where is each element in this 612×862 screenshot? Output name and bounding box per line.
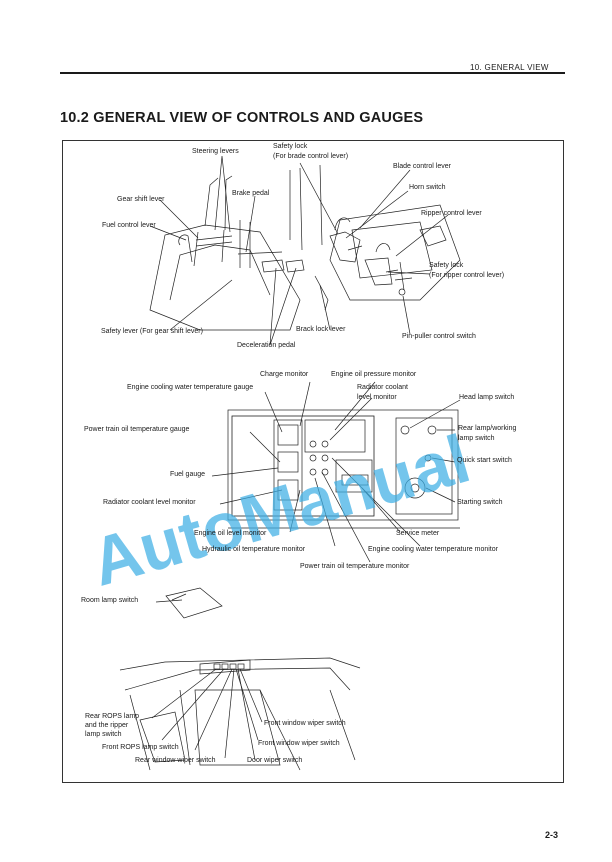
label-steering-levers: Steering levers (192, 148, 239, 155)
label-front-window-wiper-switch-1: Front window wiper switch (264, 720, 346, 727)
label-engine-oil-pressure-monitor: Engine oil pressure monitor (331, 371, 417, 378)
label-front-rops-lamp-switch: Front ROPS lamp switch (102, 744, 179, 751)
label-radiator-coolant-monitor-top-2: level monitor (357, 394, 397, 401)
label-engine-cooling-water-monitor: Engine cooling water temperature monitor (368, 546, 498, 553)
label-blade-control-lever: Blade control lever (393, 163, 451, 170)
label-radiator-coolant-monitor-top: Radiator coolant (357, 384, 408, 391)
label-head-lamp-switch: Head lamp switch (459, 394, 515, 401)
label-fuel-control-lever: Fuel control lever (102, 222, 156, 229)
label-hydraulic-oil-monitor: Hydraulic oil temperature monitor (202, 546, 306, 553)
label-rear-rops-lamp-2: and the ripper (85, 722, 129, 729)
label-rear-rops-lamp: Rear ROPS lamp (85, 713, 140, 720)
label-safety-lock-ripper-note: (For ripper control lever) (429, 272, 505, 279)
label-engine-cooling-water-gauge: Engine cooling water temperature gauge (127, 384, 254, 391)
label-engine-oil-level-monitor: Engine oil level monitor (194, 530, 267, 537)
watermark: AutoManual (83, 420, 478, 600)
label-charge-monitor: Charge monitor (260, 371, 309, 378)
label-front-window-wiper-switch-2: Front window wiper switch (258, 740, 340, 747)
label-door-wiper-switch: Door wiper switch (247, 757, 303, 764)
label-rear-lamp-switch-2: lamp switch (458, 435, 495, 442)
page-number: 2-3 (545, 830, 559, 840)
label-room-lamp-switch: Room lamp switch (81, 597, 139, 604)
label-brake-pedal: Brake pedal (232, 190, 270, 197)
label-deceleration-pedal: Deceleration pedal (237, 342, 296, 349)
label-rear-rops-lamp-3: lamp switch (85, 731, 122, 738)
label-safety-lock-ripper: Safety lock (429, 262, 464, 269)
label-ripper-control-lever: Ripper control lever (421, 210, 482, 217)
label-fuel-gauge: Fuel gauge (170, 471, 206, 478)
label-radiator-coolant-monitor: Radiator coolant level monitor (103, 499, 196, 506)
label-pin-puller-switch: Pin-puller control switch (402, 333, 476, 340)
label-brack-lock-lever: Brack lock lever (296, 326, 346, 333)
svg-text:AutoManual: AutoManual (83, 420, 478, 600)
label-horn-switch: Horn switch (409, 184, 446, 191)
label-safety-lever: Safety lever (For gear shift lever) (101, 328, 203, 335)
label-rear-window-wiper-switch: Rear window wiper switch (135, 757, 216, 764)
label-gear-shift-lever: Gear shift lever (117, 196, 165, 203)
label-safety-lock-blade-note: (For brade control lever) (273, 153, 349, 160)
label-power-train-oil-monitor: Power train oil temperature monitor (300, 563, 410, 570)
label-service-meter: Service meter (396, 530, 440, 537)
label-power-train-oil-gauge: Power train oil temperature gauge (84, 426, 190, 433)
label-rear-lamp-switch: Rear lamp/working (458, 425, 517, 432)
label-starting-switch: Starting switch (457, 499, 503, 506)
page-title: 10.2 GENERAL VIEW OF CONTROLS AND GAUGES (60, 110, 424, 126)
label-quick-start-switch: Quick start switch (457, 457, 512, 464)
running-header: 10. GENERAL VIEW (470, 63, 549, 72)
figure-frame (62, 140, 564, 783)
label-safety-lock-blade: Safety lock (273, 143, 308, 150)
header-rule (60, 72, 565, 74)
